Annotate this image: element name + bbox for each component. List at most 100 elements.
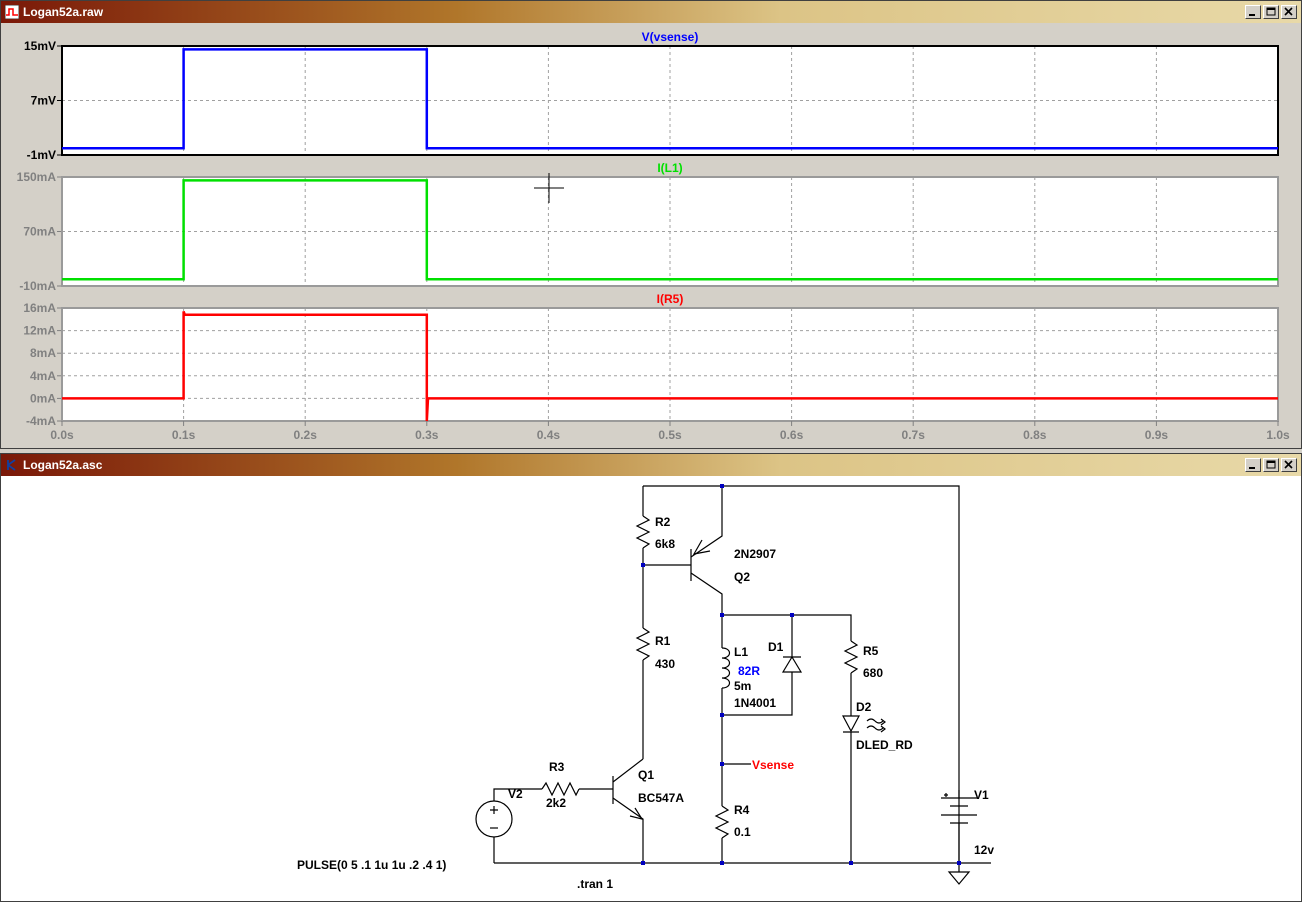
diode-d1[interactable] bbox=[781, 655, 803, 673]
y-tick-label: 70mA bbox=[23, 225, 56, 239]
trace-line[interactable] bbox=[62, 179, 1278, 281]
l1-rser: 82R bbox=[738, 664, 760, 678]
wire-v2-r3[interactable] bbox=[493, 788, 542, 801]
schematic-canvas[interactable]: R2 6k8 2N2907 Q2 R1 430 L1 82R 5m D1 1N4… bbox=[1, 476, 1301, 901]
diode-d2[interactable] bbox=[842, 715, 860, 733]
maximize-button[interactable] bbox=[1263, 458, 1279, 472]
r3-value: 2k2 bbox=[546, 796, 566, 810]
y-tick-label: 8mA bbox=[30, 346, 56, 360]
transistor-q1-arrow[interactable] bbox=[629, 807, 644, 820]
v2-plus-icon bbox=[490, 806, 498, 814]
transistor-q2-emitter[interactable] bbox=[690, 486, 723, 558]
wire-top-rail[interactable] bbox=[643, 485, 960, 863]
junction-dot bbox=[720, 613, 724, 617]
d1-model: 1N4001 bbox=[734, 696, 776, 710]
y-tick-label: 16mA bbox=[23, 301, 56, 315]
wire-d1-loop[interactable] bbox=[722, 615, 793, 716]
x-tick-label: 0.1s bbox=[172, 428, 196, 442]
minimize-button[interactable] bbox=[1245, 5, 1261, 19]
schematic-window[interactable]: Logan52a.asc bbox=[0, 453, 1302, 902]
x-tick-label: 0.0s bbox=[50, 428, 74, 442]
x-tick-label: 0.7s bbox=[902, 428, 926, 442]
trace-title[interactable]: V(vsense) bbox=[642, 30, 699, 44]
trace-line[interactable] bbox=[62, 310, 1278, 422]
plot-frame bbox=[61, 176, 1279, 287]
vsense-net-label: Vsense bbox=[752, 758, 794, 772]
v1-value: 12v bbox=[974, 843, 994, 857]
y-tick-label: -4mA bbox=[26, 414, 56, 428]
y-tick-label: 0mA bbox=[30, 391, 56, 405]
y-tick-label: -10mA bbox=[19, 279, 56, 293]
r5-name: R5 bbox=[863, 644, 879, 658]
d2-name: D2 bbox=[856, 700, 872, 714]
close-icon bbox=[1284, 460, 1293, 469]
junction-dot bbox=[720, 762, 724, 766]
y-tick-label: 4mA bbox=[30, 369, 56, 383]
waveform-titlebar[interactable]: Logan52a.raw bbox=[1, 1, 1301, 23]
waveform-plot-area[interactable]: 15mV 7mV -1mV V(vsense) 150mA 70mA -10mA I(L1) 1… bbox=[1, 23, 1301, 448]
d1-name: D1 bbox=[768, 640, 784, 654]
r5-value: 680 bbox=[863, 666, 883, 680]
trace-title[interactable]: I(R5) bbox=[657, 292, 684, 306]
junction-dot bbox=[720, 713, 724, 717]
x-tick-label: 0.4s bbox=[537, 428, 561, 442]
x-tick-label: 0.6s bbox=[780, 428, 804, 442]
x-tick-label: 0.5s bbox=[658, 428, 682, 442]
plot-frame bbox=[61, 45, 1279, 156]
x-tick-label: 0.8s bbox=[1023, 428, 1047, 442]
schematic-window-icon bbox=[7, 459, 16, 471]
schematic-window-controls bbox=[1245, 458, 1297, 472]
r3-name: R3 bbox=[549, 760, 565, 774]
ground-symbol bbox=[947, 863, 971, 885]
schematic-drawing[interactable]: R2 6k8 2N2907 Q2 R1 430 L1 82R 5m D1 1N4… bbox=[1, 476, 1301, 902]
junction-dot bbox=[849, 861, 853, 865]
x-tick-label: 0.2s bbox=[294, 428, 318, 442]
junction-dot bbox=[641, 861, 645, 865]
trace-title[interactable]: I(L1) bbox=[657, 161, 682, 175]
d2-model: DLED_RD bbox=[856, 738, 913, 752]
maximize-button[interactable] bbox=[1263, 5, 1279, 19]
resistor-r5[interactable] bbox=[843, 640, 859, 674]
waveform-window-icon bbox=[5, 5, 19, 19]
y-tick-label: -1mV bbox=[27, 148, 56, 162]
waveform-plots[interactable]: 15mV 7mV -1mV V(vsense) 150mA 70mA -10mA I(L1) 1… bbox=[1, 23, 1301, 449]
r2-value: 6k8 bbox=[655, 537, 675, 551]
schematic-titlebar[interactable]: Logan52a.asc bbox=[1, 454, 1301, 476]
trace-line[interactable] bbox=[62, 48, 1278, 150]
waveform-window[interactable]: Logan52a.raw 15mV 7mV -1mV V(vsense) 150mA 70… bbox=[0, 0, 1302, 449]
tran-directive: .tran 1 bbox=[577, 877, 613, 891]
inductor-l1[interactable] bbox=[721, 647, 731, 689]
resistor-r2[interactable] bbox=[635, 515, 651, 549]
y-tick-label: 12mA bbox=[23, 324, 56, 338]
transistor-q2-collector[interactable] bbox=[690, 572, 723, 615]
r1-name: R1 bbox=[655, 634, 671, 648]
v1-name: V1 bbox=[974, 788, 989, 802]
resistor-r1[interactable] bbox=[635, 627, 651, 661]
waveform-window-title: Logan52a.raw bbox=[23, 5, 104, 19]
v2-value: PULSE(0 5 .1 1u 1u .2 .4 1) bbox=[297, 858, 446, 872]
battery-v1[interactable] bbox=[941, 790, 977, 863]
resistor-r4[interactable] bbox=[714, 805, 730, 839]
x-tick-label: 0.9s bbox=[1145, 428, 1169, 442]
wire-q2-collector-node[interactable] bbox=[722, 614, 852, 641]
close-button[interactable] bbox=[1281, 5, 1297, 19]
q2-name: Q2 bbox=[734, 570, 750, 584]
l1-name: L1 bbox=[734, 645, 748, 659]
q1-model: BC547A bbox=[638, 791, 684, 805]
resistor-r3[interactable] bbox=[541, 781, 580, 797]
transistor-q1-collector[interactable] bbox=[612, 758, 644, 783]
junction-dot bbox=[720, 484, 724, 488]
y-tick-label: 15mV bbox=[24, 39, 56, 53]
schematic-window-title: Logan52a.asc bbox=[23, 458, 103, 472]
r2-name: R2 bbox=[655, 515, 671, 529]
v1-plus-icon bbox=[944, 793, 948, 797]
junction-dot bbox=[957, 861, 961, 865]
close-button[interactable] bbox=[1281, 458, 1297, 472]
transistor-q2-arrow[interactable] bbox=[692, 539, 711, 555]
y-tick-label: 7mV bbox=[31, 94, 56, 108]
r4-value: 0.1 bbox=[734, 825, 751, 839]
y-tick-label: 150mA bbox=[17, 170, 57, 184]
r1-value: 430 bbox=[655, 657, 675, 671]
minimize-button[interactable] bbox=[1245, 458, 1261, 472]
transistor-q1-emitter[interactable] bbox=[612, 797, 644, 863]
